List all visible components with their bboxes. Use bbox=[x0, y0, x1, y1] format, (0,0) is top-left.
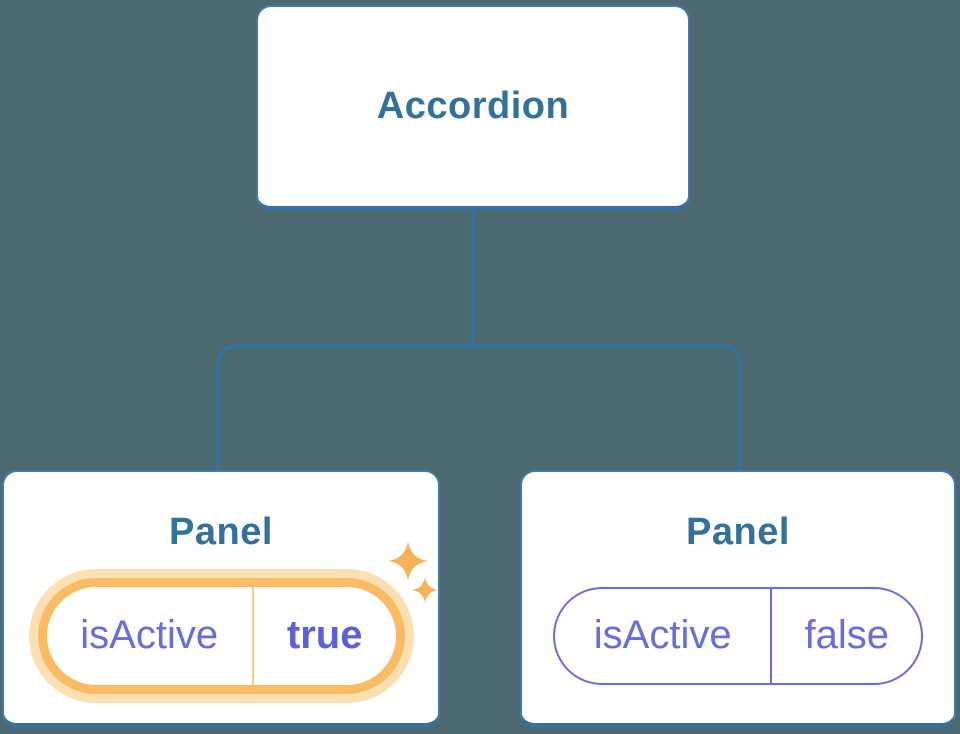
state-name: isActive bbox=[593, 613, 732, 658]
pill-divider bbox=[251, 586, 254, 685]
state-pill-active: isActive true bbox=[37, 577, 405, 694]
state-value: false bbox=[804, 613, 889, 658]
sparkle-large bbox=[388, 541, 428, 581]
state-name: isActive bbox=[80, 613, 219, 658]
panel-node-label: Panel bbox=[169, 511, 273, 553]
pill-divider bbox=[770, 588, 773, 683]
connector-branch bbox=[216, 344, 742, 472]
state-pill-inactive: isActive false bbox=[553, 586, 923, 685]
panel-node-label: Panel bbox=[686, 511, 790, 553]
panel-node-active: Panel isActive true bbox=[2, 470, 440, 728]
sparkles-icon bbox=[388, 541, 438, 603]
sparkle-small bbox=[412, 577, 438, 603]
panel-node-inactive: Panel isActive false bbox=[520, 470, 956, 728]
state-value: true bbox=[286, 613, 363, 658]
accordion-node: Accordion bbox=[256, 5, 690, 211]
accordion-node-label: Accordion bbox=[376, 84, 570, 127]
